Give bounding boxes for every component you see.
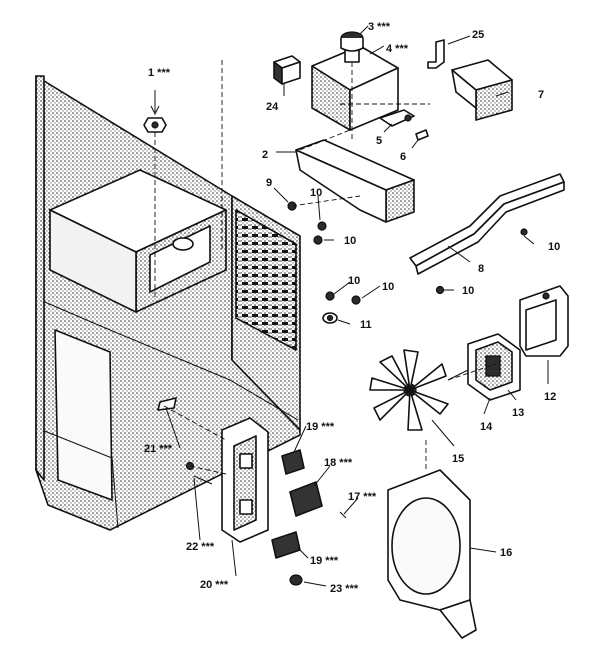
part-8-rail [409,173,565,275]
callout-16: 16 [500,547,512,559]
screw-hardware [287,201,445,324]
callout-labels: 1 *** 2 3 *** 4 *** 5 6 7 8 9 10 10 10 1… [144,21,560,595]
callout-8: 8 [478,263,484,275]
callout-12: 12 [544,391,556,403]
callout-23: 23 *** [330,583,359,595]
callout-20: 20 *** [200,579,229,591]
callout-2: 2 [262,149,268,161]
callout-9: 9 [266,177,272,189]
callout-24: 24 [266,101,279,113]
callout-14: 14 [480,421,493,433]
chassis-panel [35,75,301,531]
callout-6: 6 [400,151,406,163]
callout-21: 21 *** [144,443,173,455]
callout-19-a: 19 *** [306,421,335,433]
callout-1: 1 *** [148,67,171,79]
callout-19-b: 19 *** [310,555,339,567]
callout-10-d: 10 [462,285,474,297]
callout-18: 18 *** [324,457,353,469]
interlock-switches [271,449,347,559]
assembly-guide-lines [154,60,497,475]
callout-11: 11 [360,319,372,331]
callout-15: 15 [452,453,464,465]
bracket-screws [157,397,303,586]
callout-7: 7 [538,89,544,101]
callout-25: 25 [472,29,484,41]
callout-22: 22 *** [186,541,215,553]
part-12-bracket [519,285,569,357]
part-24-block [273,55,301,85]
callout-10-f: 10 [382,281,394,293]
part-1-nut [143,90,167,133]
callout-5: 5 [376,135,382,147]
callout-13: 13 [512,407,524,419]
part-2-waveguide [295,139,415,223]
part-15-fan-blade [369,349,449,431]
part-25-clip [427,39,445,69]
callout-10-c: 10 [548,241,560,253]
callout-4: 4 *** [386,43,409,55]
callout-leaders [165,25,549,587]
callout-17: 17 *** [348,491,377,503]
part-7-bracket [451,59,513,121]
magnetron-assembly [311,31,429,141]
callout-10-b: 10 [344,235,356,247]
callout-3: 3 *** [368,21,391,33]
callout-10-e: 10 [348,275,360,287]
fan-motor [447,333,521,401]
part-20-switch-bracket [221,417,269,543]
part-16-fan-shroud [387,469,477,639]
callout-10-a: 10 [310,187,322,199]
